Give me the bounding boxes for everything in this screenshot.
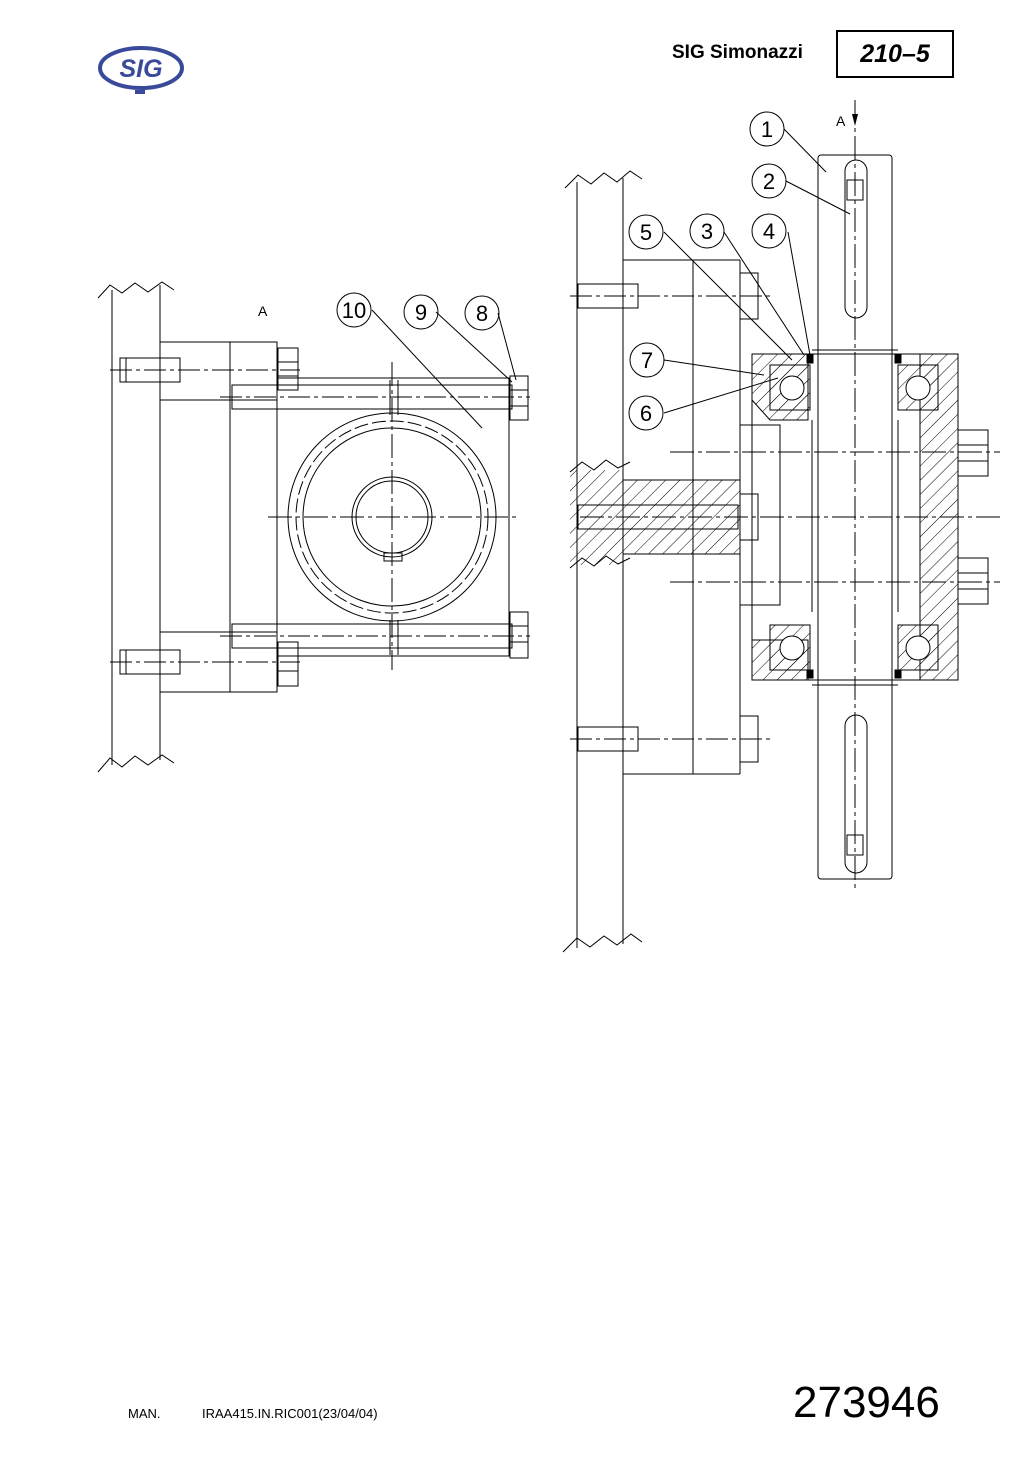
callout-10: 10 [342, 298, 366, 323]
callout-8: 8 [476, 301, 488, 326]
callout-9: 9 [415, 300, 427, 325]
callout-2: 2 [763, 169, 775, 194]
callout-5: 5 [640, 220, 652, 245]
company-name: SIG Simonazzi [672, 42, 803, 63]
view-label-a-right: A [836, 113, 846, 129]
callout-7: 7 [641, 348, 653, 373]
doc-number-text: 210–5 [860, 39, 930, 68]
view-label-a-left: A [258, 303, 268, 319]
footer-man-label: MAN. [128, 1406, 161, 1421]
doc-number: 210–5 [836, 30, 954, 78]
callout-4: 4 [763, 219, 775, 244]
footer-reference: IRAA415.IN.RIC001(23/04/04) [202, 1406, 378, 1421]
logo-text: SIG [119, 55, 162, 83]
callout-6: 6 [640, 401, 652, 426]
sig-logo: SIG [98, 44, 186, 94]
footer-code: 273946 [793, 1378, 940, 1427]
callout-1: 1 [761, 117, 773, 142]
callout-3: 3 [701, 219, 713, 244]
